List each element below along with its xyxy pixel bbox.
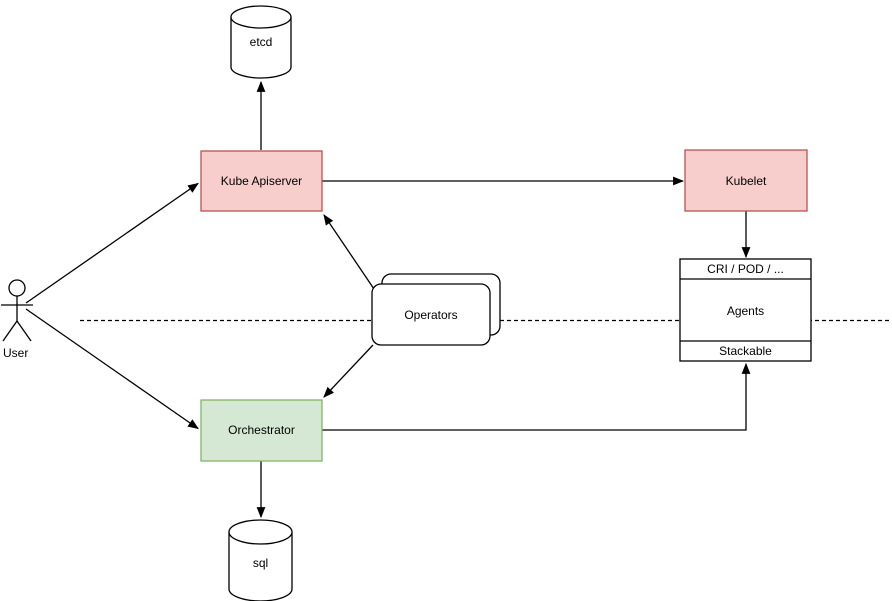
etcd-database: etcd — [230, 5, 292, 79]
edge-user-to-orchestrator — [25, 308, 199, 430]
edge-user-to-kube-apiserver — [25, 182, 199, 304]
edge-operators-to-kube-apiserver — [323, 214, 375, 290]
kubelet-node: Kubelet — [684, 149, 808, 212]
operators-label: Operators — [404, 308, 457, 322]
user-actor: User — [1, 279, 33, 360]
agents-node: CRI / POD / ... Agents Stackable — [679, 258, 812, 362]
agents-row-middle-label: Agents — [727, 304, 764, 318]
cylinder-body — [228, 532, 293, 601]
operators-node: Operators — [371, 273, 501, 346]
orchestrator-box — [200, 399, 323, 462]
kubelet-box — [684, 149, 808, 212]
kube-apiserver-box — [200, 150, 323, 212]
sql-database: sql — [228, 519, 293, 601]
operators-front-card — [371, 283, 491, 346]
cylinder-body — [230, 17, 292, 79]
etcd-label: etcd — [250, 35, 273, 49]
kube-apiserver-label: Kube Apiserver — [221, 174, 302, 188]
edge-orchestrator-to-agents-stackable — [322, 362, 751, 431]
cylinder-top — [228, 519, 293, 545]
cylinder-top — [230, 5, 292, 29]
sql-label: sql — [253, 556, 268, 570]
user-label: User — [3, 346, 28, 360]
agents-row-bottom-label: Stackable — [719, 344, 772, 358]
actor-head — [8, 279, 26, 297]
orchestrator-node: Orchestrator — [200, 399, 323, 462]
kube-apiserver-node: Kube Apiserver — [200, 150, 323, 212]
edge-operators-to-orchestrator — [323, 344, 374, 398]
actor-legs — [2, 320, 32, 342]
edges-layer — [25, 80, 751, 519]
kubelet-label: Kubelet — [726, 174, 767, 188]
agents-row-top-label: CRI / POD / ... — [707, 262, 784, 276]
orchestrator-label: Orchestrator — [228, 423, 295, 437]
agents-outer-box — [679, 258, 812, 362]
